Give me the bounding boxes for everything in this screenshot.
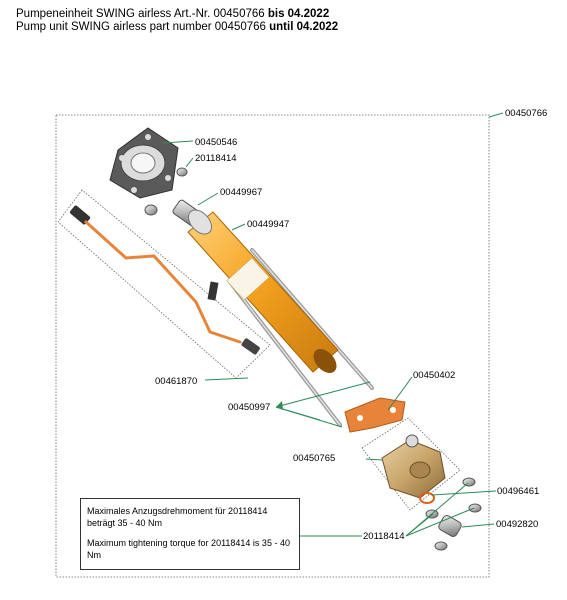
label-cylinder: 00449947 xyxy=(247,219,289,230)
pump-head xyxy=(381,434,446,499)
label-cylinder-cap: 00449967 xyxy=(220,187,262,198)
label-o-ring: 00496461 xyxy=(497,486,539,497)
label-rods: 00450997 xyxy=(228,402,270,413)
rods xyxy=(228,248,374,427)
torque-note-english: Maximum tightening torque for 20118414 i… xyxy=(87,538,290,560)
label-flange-plate: 00450546 xyxy=(195,137,237,148)
leader-lines xyxy=(162,112,504,537)
label-valve: 00492820 xyxy=(496,519,538,530)
label-assembly: 00450766 xyxy=(505,108,547,119)
torque-note-german: Maximales Anzugsdrehmoment für 20118414 … xyxy=(87,506,268,528)
label-screws-bottom: 20118414 xyxy=(363,531,405,542)
screw-top xyxy=(176,167,188,177)
label-screw-top: 20118414 xyxy=(195,153,237,164)
title-german: Pumpeneinheit SWING airless Art.-Nr. 004… xyxy=(16,8,330,20)
torque-note: Maximales Anzugsdrehmoment für 20118414 … xyxy=(80,498,300,570)
screws-bottom xyxy=(425,477,482,551)
bracket xyxy=(344,397,406,433)
cable xyxy=(69,205,260,355)
pump-head-frame xyxy=(361,417,461,511)
assembly-frame xyxy=(55,114,490,578)
leader-arrows xyxy=(276,401,283,410)
label-pump-head: 00450765 xyxy=(293,453,335,464)
cylinder xyxy=(187,209,339,374)
title-english: Pump unit SWING airless part number 0045… xyxy=(16,21,339,33)
flange-plate xyxy=(109,127,179,199)
o-ring xyxy=(419,492,435,504)
cable-frame xyxy=(57,189,271,379)
label-cable: 00461870 xyxy=(155,376,197,387)
label-bracket: 00450402 xyxy=(413,370,455,381)
screw-mid xyxy=(144,204,158,216)
